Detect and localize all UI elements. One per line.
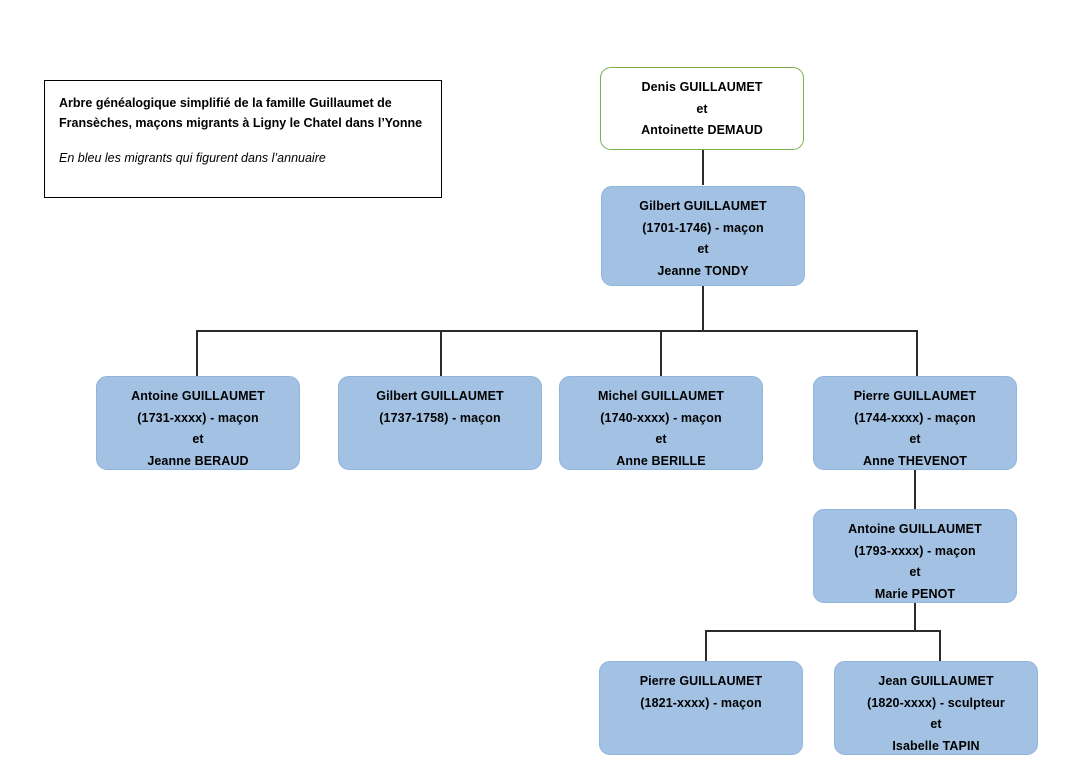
node-pierre-guillaumet-1744[interactable]: Pierre GUILLAUMET (1744-xxxx) - maçon et…: [813, 376, 1017, 470]
node-line: (1821-xxxx) - maçon: [640, 695, 762, 710]
node-line: et: [192, 432, 204, 446]
node-line: Isabelle TAPIN: [892, 738, 980, 753]
connector-antoine1793-down: [914, 602, 916, 630]
connector-gilbert1701-down: [702, 286, 704, 330]
node-line: Jeanne BERAUD: [147, 453, 249, 468]
node-line: Anne THEVENOT: [862, 453, 968, 468]
node-line: et: [697, 242, 709, 256]
node-line: Gilbert GUILLAUMET: [639, 199, 767, 213]
node-line: (1793-xxxx) - maçon: [854, 543, 976, 558]
node-line: (1820-xxxx) - sculpteur: [867, 695, 1005, 710]
connector-drop-michel1740: [660, 330, 662, 376]
node-line: Jeanne TONDY: [657, 263, 749, 278]
node-line: Antoinette DEMAUD: [641, 123, 763, 137]
node-line: Jean GUILLAUMET: [878, 674, 994, 688]
node-line: Antoine GUILLAUMET: [131, 389, 265, 403]
connector-root-to-gilbert1701: [702, 150, 704, 185]
legend-box: Arbre généalogique simplifié de la famil…: [44, 80, 442, 198]
node-line: Pierre GUILLAUMET: [639, 674, 763, 688]
node-jean-guillaumet-1820[interactable]: Jean GUILLAUMET (1820-xxxx) - sculpteur …: [834, 661, 1038, 755]
node-line: (1744-xxxx) - maçon: [854, 410, 976, 425]
node-line: (1737-1758) - maçon: [379, 410, 501, 425]
connector-drop-pierre1821: [705, 630, 707, 662]
connector-generation5-bus: [705, 630, 941, 632]
node-gilbert-guillaumet-1701[interactable]: Gilbert GUILLAUMET (1701-1746) - maçon e…: [601, 186, 805, 286]
node-antoine-guillaumet-1793[interactable]: Antoine GUILLAUMET (1793-xxxx) - maçon e…: [813, 509, 1017, 603]
node-line: Marie PENOT: [874, 586, 956, 601]
node-line: (1731-xxxx) - maçon: [137, 410, 259, 425]
node-line: et: [909, 565, 921, 579]
legend-title: Arbre généalogique simplifié de la famil…: [59, 96, 423, 131]
connector-drop-jean1820: [939, 630, 941, 662]
node-denis-guillaumet[interactable]: Denis GUILLAUMET et Antoinette DEMAUD: [600, 67, 804, 150]
node-line: et: [930, 717, 942, 731]
node-line: Gilbert GUILLAUMET: [376, 389, 504, 403]
connector-generation3-bus: [196, 330, 918, 332]
node-line: Denis GUILLAUMET: [641, 80, 763, 94]
connector-pierre1744-to-antoine1793: [914, 470, 916, 510]
node-line: Michel GUILLAUMET: [597, 389, 724, 403]
node-line: Anne BERILLE: [616, 453, 706, 468]
node-line: (1701-1746) - maçon: [642, 220, 764, 235]
connector-drop-antoine1731: [196, 330, 198, 376]
node-pierre-guillaumet-1821[interactable]: Pierre GUILLAUMET (1821-xxxx) - maçon: [599, 661, 803, 755]
node-gilbert-guillaumet-1737[interactable]: Gilbert GUILLAUMET (1737-1758) - maçon: [338, 376, 542, 470]
node-line: et: [696, 101, 708, 116]
node-line: Antoine GUILLAUMET: [848, 522, 982, 536]
connector-drop-pierre1744: [916, 330, 918, 376]
node-line: Pierre GUILLAUMET: [853, 389, 977, 403]
node-michel-guillaumet-1740[interactable]: Michel GUILLAUMET (1740-xxxx) - maçon et…: [559, 376, 763, 470]
connector-drop-gilbert1737: [440, 330, 442, 376]
legend-note: En bleu les migrants qui figurent dans l…: [59, 150, 326, 165]
node-line: et: [909, 432, 921, 446]
node-line: et: [655, 432, 667, 446]
node-line: (1740-xxxx) - maçon: [600, 410, 722, 425]
node-antoine-guillaumet-1731[interactable]: Antoine GUILLAUMET (1731-xxxx) - maçon e…: [96, 376, 300, 470]
